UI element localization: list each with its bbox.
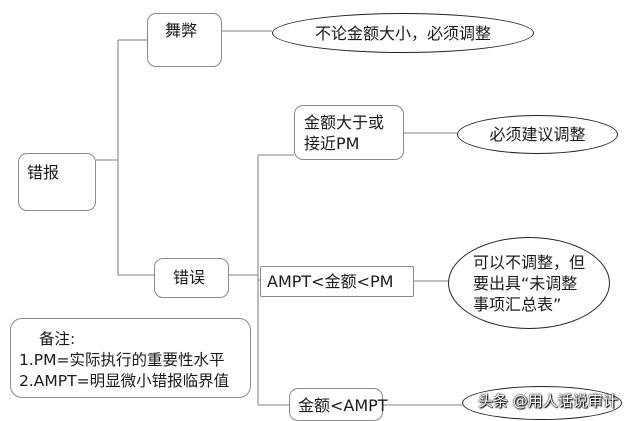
outcome-mid-ellipse: 可以不调整，但 要出具“未调整 事项汇总表” xyxy=(448,237,610,329)
note-line-2: 2.AMPT=明显微小错报临界值 xyxy=(19,372,230,390)
error-node: 错误 xyxy=(154,258,229,298)
note-line-1: 1.PM=实际执行的重要性水平 xyxy=(19,351,225,369)
condition-large-line-1: 金额大于或 xyxy=(304,113,385,132)
outcome-large-label: 必须建议调整 xyxy=(489,125,586,144)
root-node: 错报 xyxy=(18,153,96,211)
condition-large-node: 金额大于或 接近PM xyxy=(294,105,404,160)
fraud-label: 舞弊 xyxy=(165,21,198,40)
outcome-mid-line-3: 事项汇总表” xyxy=(472,294,562,314)
watermark-text: 头条 @用人话说审计 xyxy=(478,392,618,410)
error-label: 错误 xyxy=(173,268,206,287)
condition-small-label: 金额<AMPT xyxy=(298,396,388,415)
outcome-small-ellipse xyxy=(462,386,622,420)
condition-small-node: 金额<AMPT xyxy=(289,388,388,421)
fraud-node: 舞弊 xyxy=(147,13,222,67)
outcome-large-ellipse: 必须建议调整 xyxy=(457,115,618,154)
condition-large-line-2: 接近PM xyxy=(304,134,360,153)
outcome-mid-line-1: 可以不调整，但 xyxy=(472,252,585,272)
condition-mid-label: AMPT<金额<PM xyxy=(267,272,394,291)
note-box: 备注: 1.PM=实际执行的重要性水平 2.AMPT=明显微小错报临界值 xyxy=(10,318,251,398)
note-title: 备注: xyxy=(39,330,76,348)
outcome-fraud-label: 不论金额大小，必须调整 xyxy=(314,23,491,43)
outcome-fraud-ellipse: 不论金额大小，必须调整 xyxy=(272,13,534,53)
outcome-mid-line-2: 要出具“未调整 xyxy=(472,273,578,293)
condition-mid-node: AMPT<金额<PM xyxy=(260,266,414,297)
root-label: 错报 xyxy=(27,163,60,182)
